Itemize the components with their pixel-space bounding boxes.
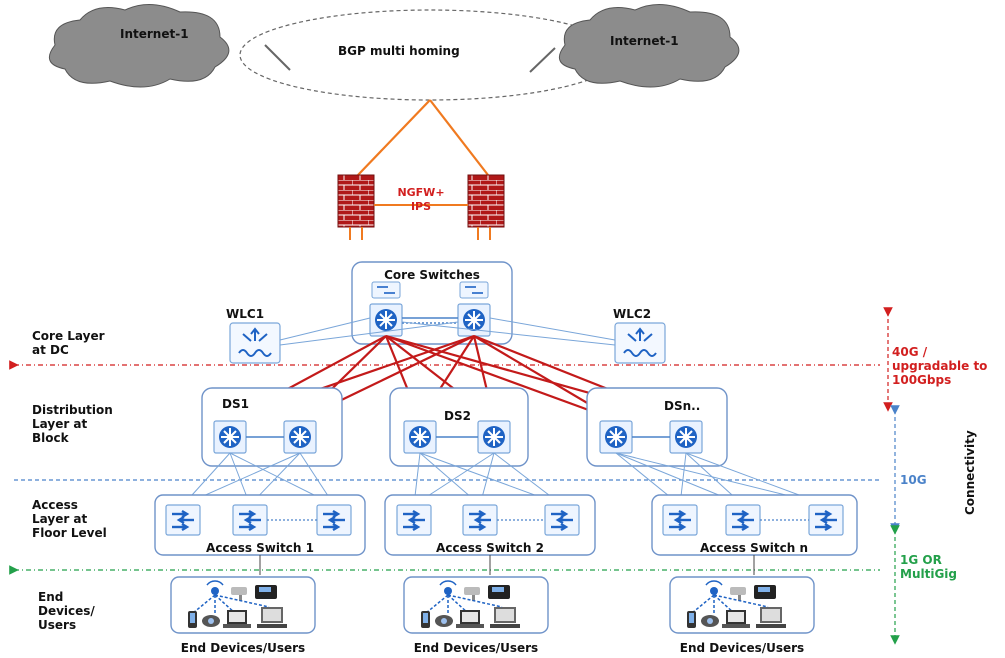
access-n-switch-a-icon bbox=[661, 503, 699, 537]
layer-end-3: Users bbox=[38, 618, 76, 632]
core-title: Core Switches bbox=[384, 268, 480, 282]
speed-end-2: MultiGig bbox=[900, 567, 957, 581]
access-1-switch-n-icon bbox=[315, 503, 353, 537]
dsn-switch-b-icon bbox=[669, 420, 703, 454]
access-2-switch-n-icon bbox=[543, 503, 581, 537]
speed-core-3: 100Gbps bbox=[892, 373, 951, 387]
access-2-switch-a-icon bbox=[395, 503, 433, 537]
wlc-links bbox=[279, 317, 616, 346]
end-devices-2-label: End Devices/Users bbox=[414, 641, 538, 655]
speed-access: 10G bbox=[900, 473, 927, 487]
bgp-link-right bbox=[529, 47, 556, 73]
bgp-link-left bbox=[264, 44, 291, 71]
access-n-label: Access Switch n bbox=[700, 541, 808, 555]
firewall-right bbox=[467, 174, 505, 240]
end-devices-2-icon bbox=[403, 576, 549, 634]
access-1-label: Access Switch 1 bbox=[206, 541, 314, 555]
speed-core-2: upgradable to bbox=[892, 359, 987, 373]
end-devices-3-label: End Devices/Users bbox=[680, 641, 804, 655]
firewall-left bbox=[337, 174, 375, 240]
isp-links bbox=[357, 99, 489, 176]
bgp-label: BGP multi homing bbox=[338, 44, 460, 58]
access-1-switch-b-icon bbox=[231, 503, 269, 537]
speed-core-1: 40G / bbox=[892, 345, 928, 359]
layer-dist-2: Layer at bbox=[32, 417, 88, 431]
wlc2-icon bbox=[614, 322, 666, 364]
speed-end-1: 1G OR bbox=[900, 553, 942, 567]
core-small-switch-1 bbox=[371, 281, 401, 299]
access-n-switch-n-icon bbox=[807, 503, 845, 537]
layer-core-2: at DC bbox=[32, 343, 69, 357]
speed-axis bbox=[883, 307, 900, 645]
layer-core-1: Core Layer bbox=[32, 329, 105, 343]
access-n-switch-b-icon bbox=[724, 503, 762, 537]
dsn-label: DSn.. bbox=[664, 399, 700, 413]
core-small-switch-2 bbox=[459, 281, 489, 299]
wlc2-label: WLC2 bbox=[613, 307, 651, 321]
connectivity-label: Connectivity bbox=[963, 430, 977, 515]
firewall-label-1: NGFW+ bbox=[397, 186, 444, 199]
layer-dist-1: Distribution bbox=[32, 403, 113, 417]
ds1-label: DS1 bbox=[222, 397, 249, 411]
firewall-label-2: IPS bbox=[411, 200, 431, 213]
layer-access-3: Floor Level bbox=[32, 526, 107, 540]
ds1-switch-b-icon bbox=[283, 420, 317, 454]
ds2-switch-b-icon bbox=[477, 420, 511, 454]
layer-access-1: Access bbox=[32, 498, 78, 512]
layer-dist-3: Block bbox=[32, 431, 70, 445]
wlc1-icon bbox=[229, 322, 281, 364]
dsn-switch-a-icon bbox=[599, 420, 633, 454]
layer-end-1: End bbox=[38, 590, 63, 604]
access-2-label: Access Switch 2 bbox=[436, 541, 544, 555]
end-devices-1-icon bbox=[170, 576, 316, 634]
end-devices-1-label: End Devices/Users bbox=[181, 641, 305, 655]
layer-end-2: Devices/ bbox=[38, 604, 95, 618]
access-2-switch-b-icon bbox=[461, 503, 499, 537]
end-devices-3-icon bbox=[669, 576, 815, 634]
internet-cloud-left bbox=[48, 4, 230, 88]
access-end-links bbox=[259, 555, 755, 575]
internet-left-label: Internet-1 bbox=[120, 27, 189, 41]
ds2-switch-a-icon bbox=[403, 420, 437, 454]
ds1-switch-a-icon bbox=[213, 420, 247, 454]
layer-access-2: Layer at bbox=[32, 512, 88, 526]
ds2-label: DS2 bbox=[444, 409, 471, 423]
internet-right-label: Internet-1 bbox=[610, 34, 679, 48]
wlc1-label: WLC1 bbox=[226, 307, 264, 321]
internet-cloud-right bbox=[558, 4, 740, 88]
access-1-switch-a-icon bbox=[164, 503, 202, 537]
